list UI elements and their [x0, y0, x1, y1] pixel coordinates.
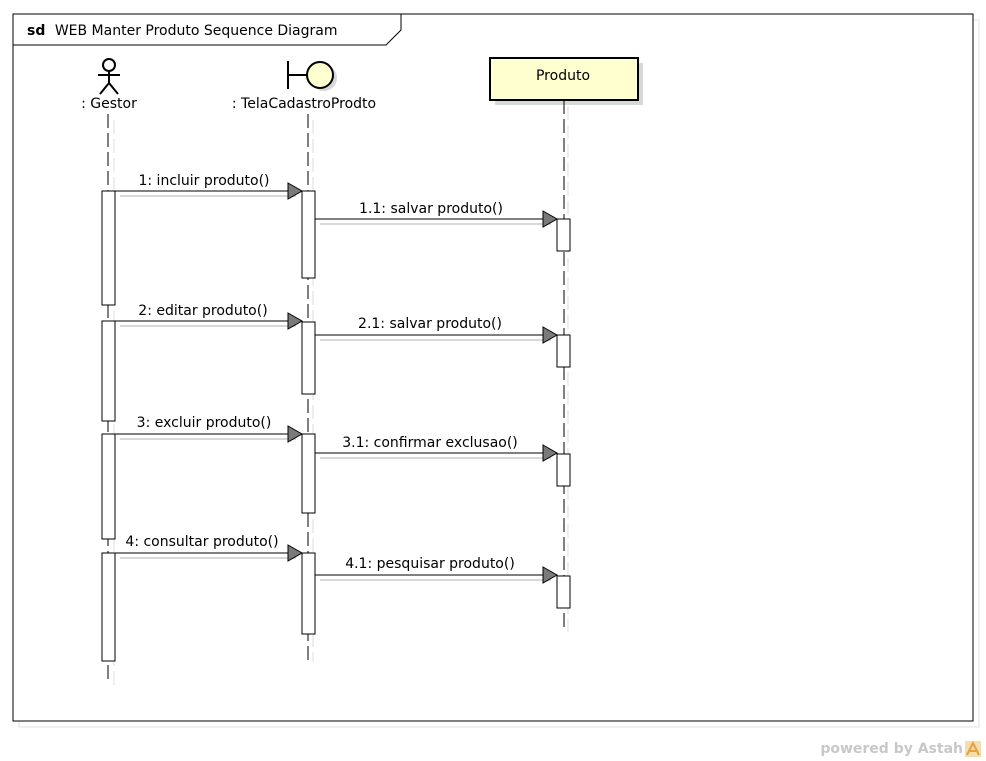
activation-bars	[101, 190, 571, 662]
diagram-frame	[12, 13, 974, 722]
astah-logo-icon	[965, 740, 981, 757]
lifeline-label-gestor: : Gestor	[81, 96, 137, 112]
activation-bar	[301, 433, 316, 514]
arrowhead	[287, 182, 304, 200]
activation-bar	[556, 218, 571, 252]
activation-bar	[556, 334, 571, 368]
message-label: 1: incluir produto()	[138, 173, 269, 189]
activation-bar	[556, 453, 571, 487]
activation-bar	[101, 190, 116, 306]
arrowhead	[542, 210, 559, 228]
lifeline-label-produto: Produto	[536, 68, 590, 84]
message-label: 4.1: pesquisar produto()	[345, 556, 515, 572]
message-label: 2.1: salvar produto()	[358, 316, 502, 332]
arrowhead	[542, 326, 559, 344]
arrowhead	[542, 566, 559, 584]
message-3: 3: excluir produto()	[115, 415, 304, 443]
activation-bar	[301, 552, 316, 635]
arrowhead	[287, 425, 304, 443]
message-1-1: 1.1: salvar produto()	[315, 201, 559, 228]
activation-bar	[556, 575, 571, 609]
message-2-1: 2.1: salvar produto()	[315, 316, 559, 344]
watermark-text: powered by Astah	[820, 741, 963, 757]
activation-bar	[301, 321, 316, 395]
actor-icon	[98, 58, 120, 95]
activation-bar	[101, 320, 116, 422]
boundary-icon	[287, 61, 337, 91]
lifeline-label-tela: : TelaCadastroProdto	[232, 96, 376, 112]
message-4: 4: consultar produto()	[115, 534, 304, 562]
message-4-1: 4.1: pesquisar produto()	[315, 556, 559, 584]
frame-title-tab	[13, 14, 402, 46]
frame-keyword: sd	[27, 23, 45, 39]
activation-bar	[301, 190, 316, 279]
message-label: 2: editar produto()	[138, 303, 267, 319]
lifeline-gestor: : Gestor	[81, 58, 137, 688]
watermark: powered by Astah	[820, 740, 981, 757]
message-label: 4: consultar produto()	[125, 534, 278, 550]
arrowhead	[287, 544, 304, 562]
frame-title: sd WEB Manter Produto Sequence Diagram	[27, 23, 338, 39]
message-2: 2: editar produto()	[115, 303, 304, 330]
frame-title-text: WEB Manter Produto Sequence Diagram	[55, 23, 338, 39]
message-label: 1.1: salvar produto()	[359, 201, 503, 217]
lifeline-produto: Produto	[489, 57, 643, 632]
arrowhead	[542, 444, 559, 462]
activation-bar	[101, 433, 116, 540]
class-box-produto	[489, 57, 639, 101]
message-label: 3.1: confirmar exclusao()	[342, 435, 518, 451]
message-3-1: 3.1: confirmar exclusao()	[315, 435, 559, 462]
activation-bar	[101, 552, 116, 662]
arrowhead	[287, 312, 304, 330]
message-label: 3: excluir produto()	[137, 415, 272, 431]
message-1: 1: incluir produto()	[115, 173, 304, 200]
